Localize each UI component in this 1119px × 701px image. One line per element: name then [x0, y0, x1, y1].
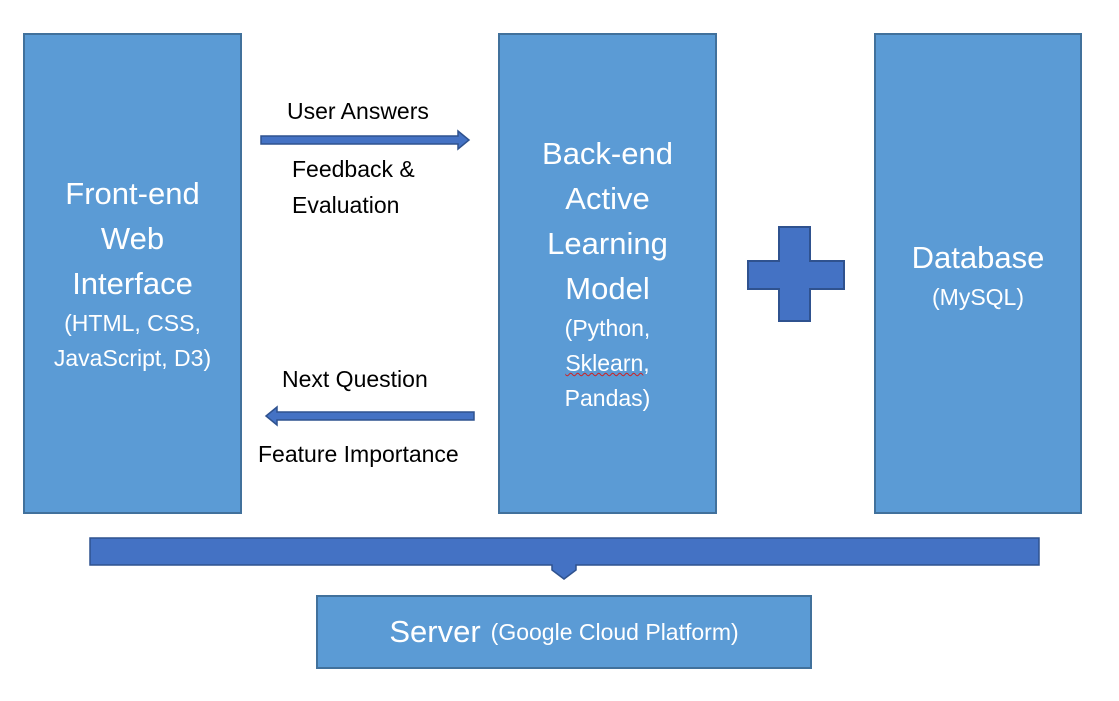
frontend-title-3: Interface: [72, 266, 193, 301]
backend-title-1: Back-end: [542, 136, 673, 171]
backend-tech-2: Sklearn,: [565, 346, 649, 381]
arrow-right-icon: [260, 129, 471, 151]
backend-title-4: Model: [565, 271, 650, 306]
server-title: Server: [389, 614, 481, 649]
backend-tech-3: Pandas): [564, 385, 651, 411]
frontend-tech-1: (HTML, CSS,: [64, 310, 201, 336]
backend-tech-comma: ,: [643, 350, 650, 376]
arrow-label-user-answers: User Answers: [287, 98, 429, 124]
backend-title-3: Learning: [547, 226, 668, 261]
backend-box: Back-end Active Learning Model (Python, …: [498, 33, 717, 514]
arrow-label-next-question: Next Question: [282, 366, 428, 392]
plus-icon: [747, 226, 845, 322]
backend-tech-1: (Python,: [564, 315, 651, 341]
database-title: Database: [911, 240, 1045, 275]
backend-tech-sklearn: Sklearn: [565, 350, 644, 376]
frontend-box: Front-end Web Interface (HTML, CSS, Java…: [23, 33, 242, 514]
frontend-tech-2: JavaScript, D3): [53, 345, 212, 371]
database-tech: (MySQL): [932, 284, 1024, 310]
backend-title-2: Active: [565, 181, 650, 216]
server-bus-bar: [89, 537, 1040, 580]
arrow-label-evaluation: Evaluation: [292, 192, 400, 218]
server-box: Server (Google Cloud Platform): [316, 595, 812, 669]
server-tech: (Google Cloud Platform): [490, 619, 739, 645]
arrow-label-feedback: Feedback &: [292, 156, 415, 182]
arrow-label-feature-importance: Feature Importance: [258, 441, 459, 467]
database-box: Database (MySQL): [874, 33, 1082, 514]
arrow-left-icon: [264, 405, 475, 427]
frontend-title-1: Front-end: [65, 176, 200, 211]
frontend-title-2: Web: [100, 221, 165, 256]
